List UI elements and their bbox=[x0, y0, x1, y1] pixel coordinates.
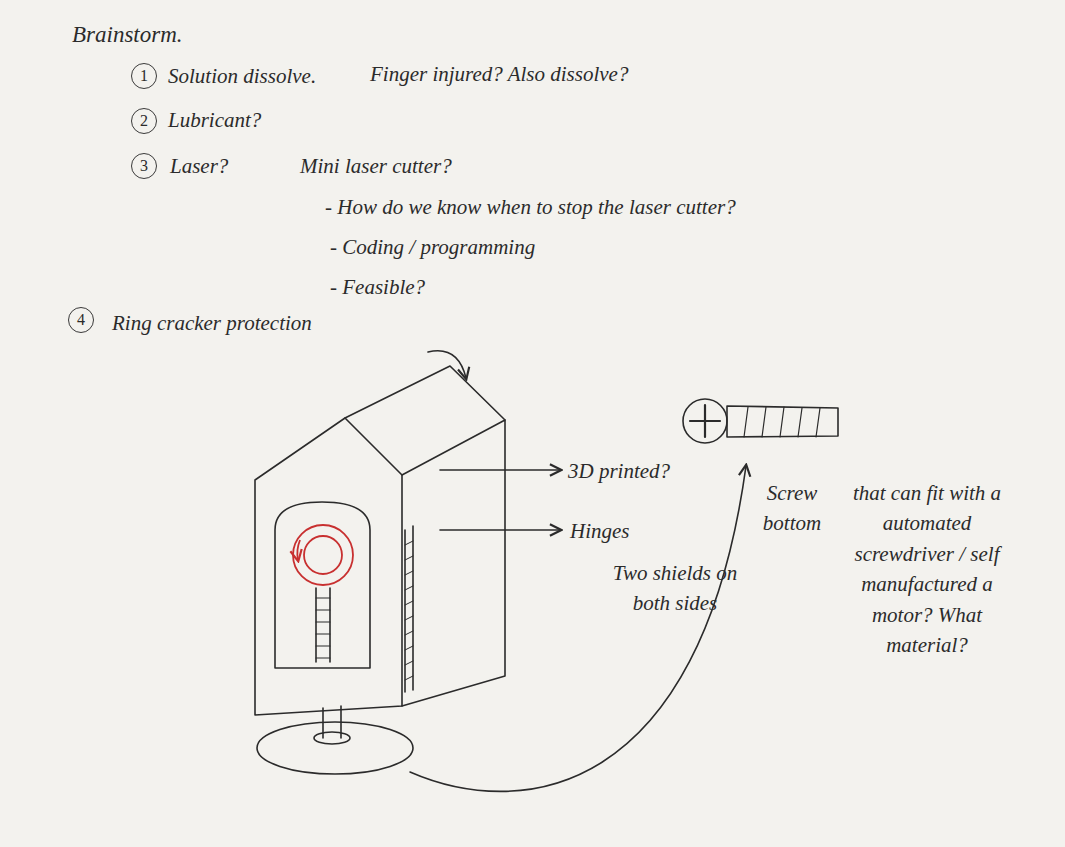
note-text: Mini laser cutter? bbox=[300, 151, 452, 181]
hinge-strip bbox=[405, 526, 413, 692]
stand-collar bbox=[314, 732, 350, 744]
ring-outer bbox=[293, 525, 353, 585]
rod-thread bbox=[316, 598, 330, 658]
ring-rotation bbox=[297, 540, 300, 560]
note-text: - Coding / programming bbox=[330, 232, 535, 262]
hinge-marks bbox=[405, 541, 413, 680]
note-text: - How do we know when to stop the laser … bbox=[325, 192, 736, 222]
note-text: that can fit with a automated screwdrive… bbox=[832, 478, 1022, 661]
part-label: Hinges bbox=[570, 516, 630, 546]
screw-head bbox=[683, 399, 727, 443]
leader-arrow bbox=[440, 469, 560, 471]
note-text: Finger injured? Also dissolve? bbox=[370, 59, 628, 89]
callout-number: 2 bbox=[131, 108, 157, 134]
callout-number: 1 bbox=[131, 63, 157, 89]
window-opening bbox=[275, 502, 370, 668]
callout-number: 3 bbox=[131, 153, 157, 179]
open-arrow bbox=[428, 351, 466, 378]
screw-thread bbox=[744, 407, 820, 437]
part-label: Two shields on both sides bbox=[600, 558, 750, 619]
part-label: 3D printed? bbox=[568, 456, 670, 486]
stand-base bbox=[257, 722, 413, 774]
note-text: - Feasible? bbox=[330, 272, 425, 302]
sheet-title: Brainstorm. bbox=[72, 18, 183, 51]
leader-arrow bbox=[440, 529, 560, 531]
ring-rod bbox=[316, 588, 330, 662]
shield-side bbox=[402, 420, 505, 706]
part-label: Screw bottom bbox=[756, 478, 828, 539]
shield-front bbox=[255, 418, 402, 715]
screw-cross bbox=[690, 405, 720, 437]
ring-inner bbox=[304, 536, 342, 574]
screw-shaft bbox=[727, 406, 838, 437]
note-text: Solution dissolve. bbox=[168, 61, 316, 91]
roof-ridge bbox=[345, 366, 505, 420]
callout-number: 4 bbox=[68, 307, 94, 333]
note-text: Lubricant? bbox=[168, 105, 261, 135]
note-text: Ring cracker protection bbox=[112, 308, 312, 338]
curved-arrow bbox=[410, 466, 746, 791]
note-text: Laser? bbox=[170, 151, 228, 181]
